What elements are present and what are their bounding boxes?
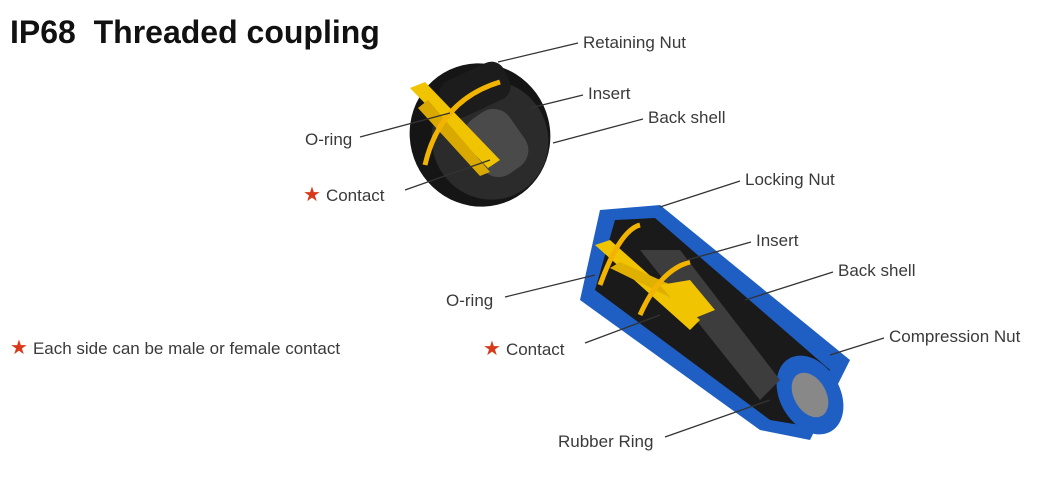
- contact-text: Contact: [325, 186, 385, 205]
- top-connector: [409, 61, 551, 207]
- star-icon: ★: [10, 337, 28, 359]
- label-rubber-ring: Rubber Ring: [558, 432, 654, 451]
- label-contact-top: ★Contact: [303, 185, 385, 206]
- label-contact-bottom: ★Contact: [483, 339, 565, 360]
- contact-text: Contact: [505, 340, 565, 359]
- contact-note: ★Each side can be male or female contact: [10, 338, 340, 359]
- label-o-ring-bottom: O-ring: [446, 291, 494, 310]
- label-o-ring-top: O-ring: [305, 130, 353, 149]
- label-back-shell-bottom: Back shell: [838, 261, 916, 280]
- note-text: Each side can be male or female contact: [32, 339, 341, 358]
- label-insert-top: Insert: [588, 84, 631, 103]
- label-compression-nut: Compression Nut: [889, 327, 1021, 346]
- star-icon: ★: [483, 338, 501, 360]
- leader-lines: [359, 42, 885, 438]
- diagram-title: IP68 Threaded coupling: [10, 14, 380, 50]
- bottom-connector: [580, 205, 850, 440]
- label-retaining-nut: Retaining Nut: [583, 33, 687, 52]
- label-locking-nut: Locking Nut: [745, 170, 835, 189]
- label-insert-bottom: Insert: [756, 231, 799, 250]
- label-back-shell-top: Back shell: [648, 108, 726, 127]
- star-icon: ★: [303, 184, 321, 206]
